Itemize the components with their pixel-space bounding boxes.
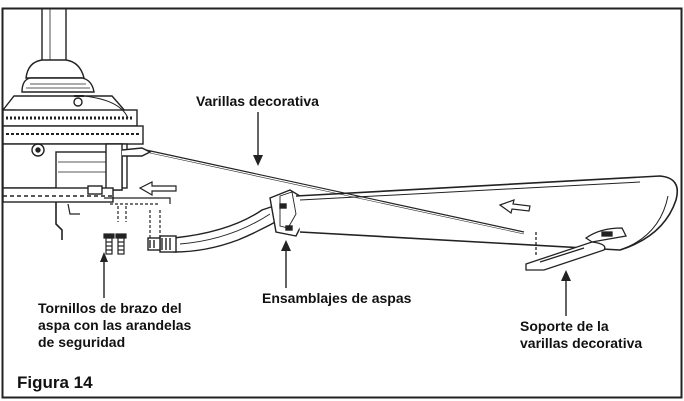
blade-arm <box>147 189 305 253</box>
figure-border <box>1 7 683 399</box>
screw-leader-arrow <box>100 252 108 262</box>
label-arm-screws-line-1: Tornillos de brazo del <box>38 300 182 316</box>
mount-bracket <box>104 197 171 250</box>
label-decorative-rods: Varillas decorativa <box>196 93 319 109</box>
figure-title: Figura 14 <box>17 373 93 392</box>
arm-screws <box>103 233 127 255</box>
fan-blade <box>295 175 679 251</box>
label-arm-screws: Tornillos de brazo del aspa con las aran… <box>38 300 191 351</box>
motor-housing <box>1 9 152 240</box>
label-rod-support: Soporte de la varillas decorativa <box>520 318 642 352</box>
label-arm-screws-line-3: de seguridad <box>38 334 126 350</box>
decorative-rod <box>145 149 525 233</box>
blade-leader-arrow <box>281 240 291 251</box>
decorative-rod-shadow <box>149 152 525 235</box>
insert-arrow-blade <box>498 199 531 215</box>
support-leader-arrow <box>561 270 571 281</box>
label-blade-assembly: Ensamblajes de aspas <box>262 290 412 306</box>
rods-leader-arrow <box>253 155 263 166</box>
insert-arrow-left <box>138 181 177 197</box>
label-rod-support-line-2: varillas decorativa <box>520 335 643 351</box>
rod-support-bracket <box>525 227 627 271</box>
label-rod-support-line-1: Soporte de la <box>520 318 609 334</box>
label-arm-screws-line-2: aspa con las arandelas <box>38 317 192 333</box>
